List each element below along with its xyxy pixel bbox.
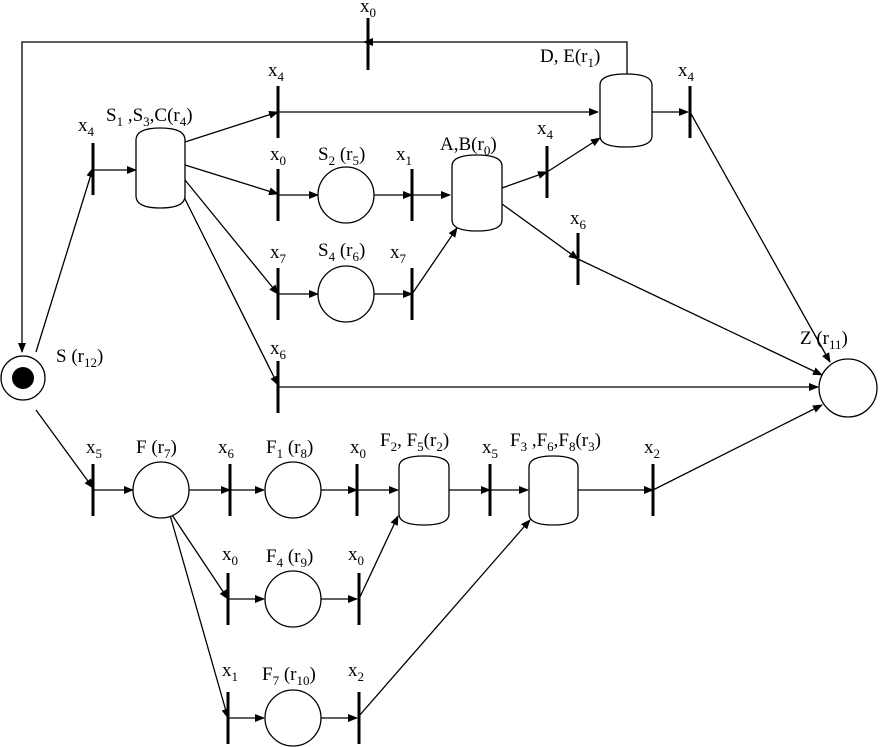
label-t-top-x4: x4 — [268, 60, 285, 84]
label-t-x7-a: x7 — [270, 242, 287, 266]
label-t-x6-f: x6 — [218, 437, 235, 461]
label-z: Z (r11) — [800, 328, 848, 352]
transition-labels: x0 x4 x4 x0 x1 x4 x4 x7 x7 x6 x6 x5 x6 x… — [78, 0, 695, 684]
place-s4 — [317, 265, 375, 323]
label-t-x0-f4b: x0 — [348, 544, 364, 568]
label-f4: F4 (r9) — [266, 546, 313, 570]
label-t-x6-mid: x6 — [270, 338, 287, 362]
place-f1 — [264, 461, 322, 519]
arc-f-to-x0-f4 — [171, 514, 229, 600]
arc-s1-to-x6 — [182, 194, 279, 386]
label-t-x7-b: x7 — [390, 242, 407, 266]
arc-x2-to-z — [652, 404, 823, 491]
label-f: F (r7) — [136, 437, 177, 461]
label-f368: F3 ,F6,F8(r3) — [510, 430, 601, 454]
place-ab-cylinder — [451, 154, 503, 232]
arc-ab-to-x6 — [501, 203, 579, 260]
label-de: D, E(r1) — [540, 46, 600, 70]
arcs — [18, 38, 831, 722]
label-s1: S1 ,S3,C(r4) — [106, 105, 193, 129]
token-icon — [12, 367, 34, 389]
label-f25: F2, F5(r2) — [380, 430, 449, 454]
place-labels: S (r12) S1 ,S3,C(r4) S2 (r5) S4 (r6) A,B… — [56, 46, 848, 688]
label-t-x0-f1: x0 — [350, 437, 366, 461]
arc-s1-to-x7 — [184, 179, 279, 295]
arc-x7b-to-ab — [411, 227, 458, 295]
label-t-x4-ab: x4 — [537, 118, 554, 142]
label-t-x4-de: x4 — [678, 60, 695, 84]
label-f1: F1 (r8) — [266, 437, 313, 461]
arc-x6-ab-to-z — [577, 258, 823, 376]
label-s4: S4 (r6) — [318, 240, 365, 264]
arc-x0-to-f25-diag — [358, 515, 399, 600]
arc-x4-to-de — [546, 137, 601, 173]
places — [0, 73, 878, 747]
place-z — [818, 358, 878, 418]
place-de-cylinder — [599, 73, 653, 148]
label-t-x0-f4a: x0 — [222, 544, 238, 568]
label-t-x2-f7: x2 — [348, 660, 364, 684]
label-t-top-x0: x0 — [360, 0, 376, 20]
label-s2: S2 (r5) — [318, 144, 365, 168]
place-s2 — [317, 166, 375, 224]
arc-ab-to-x4 — [501, 171, 548, 189]
arc-s-to-x4 — [35, 167, 95, 353]
label-t-s-up-x4: x4 — [78, 115, 95, 139]
label-t-x2-f368: x2 — [644, 437, 660, 461]
transitions — [91, 18, 692, 744]
place-f4 — [264, 570, 322, 628]
arc-x4-to-z — [689, 111, 831, 363]
place-f368-cylinder — [528, 455, 579, 526]
arc-s1-to-x4-top — [184, 110, 279, 143]
label-t-x1-f7: x1 — [222, 660, 238, 684]
place-s1-cylinder — [135, 127, 186, 209]
label-f7: F7 (r10) — [262, 664, 316, 688]
arc-de-to-x0-top — [368, 41, 628, 78]
label-t-x6-ab: x6 — [570, 208, 587, 232]
label-ab: A,B(r0) — [440, 134, 497, 158]
arc-x2-to-f368 — [358, 519, 531, 717]
arc-x0-to-s — [18, 41, 368, 353]
arc-s-to-x5 — [35, 409, 94, 489]
label-t-x1: x1 — [396, 144, 412, 168]
label-t-x5-s: x5 — [86, 437, 102, 461]
place-f7 — [264, 689, 322, 747]
arc-f-to-x1 — [169, 514, 230, 719]
arc-s1-to-x0 — [184, 164, 279, 196]
label-t-x0-a: x0 — [270, 144, 286, 168]
place-f25-cylinder — [398, 455, 450, 526]
place-f — [132, 461, 190, 519]
label-s: S (r12) — [56, 346, 103, 370]
label-t-x5-f25: x5 — [482, 437, 498, 461]
